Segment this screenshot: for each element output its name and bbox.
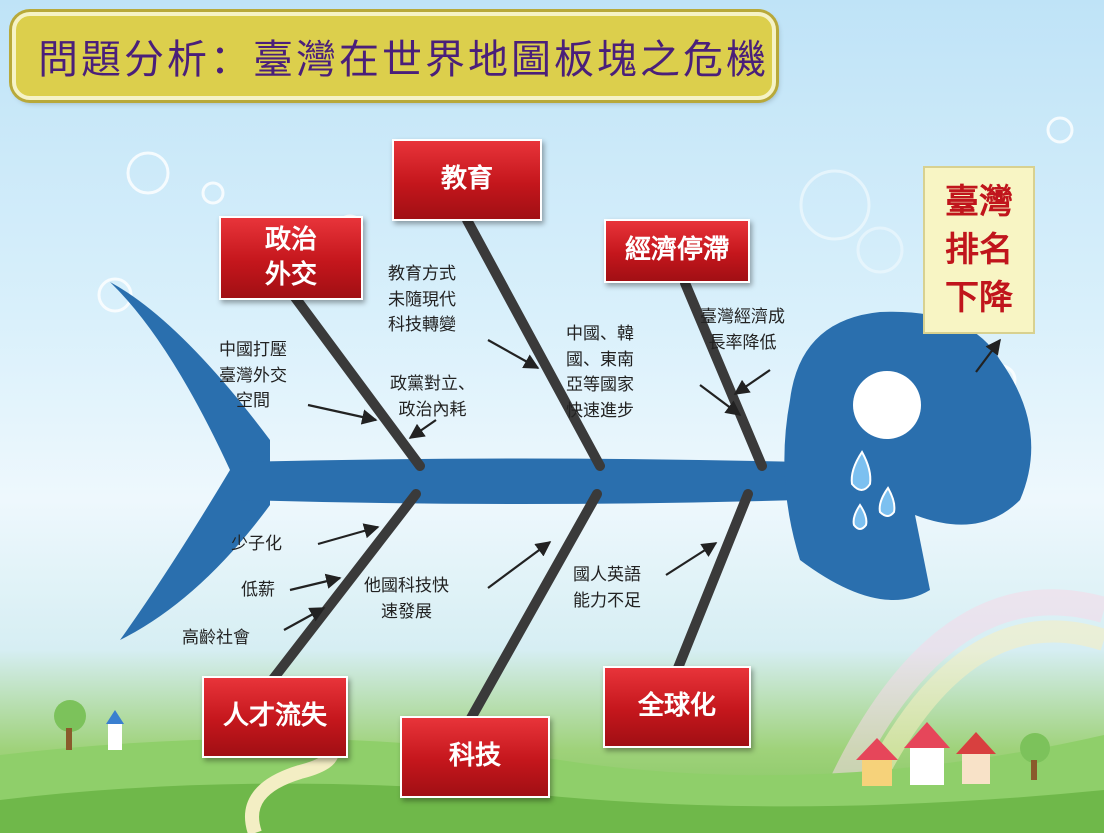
category-education: 教育 [392, 139, 542, 221]
village-right [856, 722, 1050, 786]
cause-english-ability: 國人英語 能力不足 [573, 565, 641, 611]
cause-asia-progress: 中國、韓 國、東南 亞等國家 快速進步 [566, 324, 634, 421]
result-label: 臺灣 排名 下降 [945, 181, 1013, 319]
category-globalization: 全球化 [603, 666, 751, 748]
cause-growth-decline: 臺灣經濟成 長率降低 [700, 307, 785, 353]
ground-front [0, 783, 1104, 833]
cause-china-pressure: 中國打壓 臺灣外交 空間 [219, 340, 287, 411]
cause-party-conflict: 政黨對立、 政治內耗 [390, 374, 475, 420]
fish-eye [853, 371, 921, 439]
category-globalization-label: 全球化 [637, 691, 716, 722]
cause-aging: 高齡社會 [182, 628, 250, 648]
category-talent-label: 人才流失 [222, 701, 327, 732]
category-technology-label: 科技 [448, 741, 501, 772]
rainbow [807, 589, 1104, 833]
cause-education-methods: 教育方式 未隨現代 科技轉變 [388, 264, 456, 335]
cause-low-salary: 低薪 [241, 580, 275, 600]
fish-head [784, 311, 1032, 600]
cause-tech-development: 他國科技快 速發展 [364, 576, 449, 622]
category-politics: 政治 外交 [219, 216, 363, 300]
page-title: 問題分析：臺灣在世界地圖板塊之危機 [38, 37, 769, 83]
category-education-label: 教育 [440, 164, 493, 195]
teardrops [850, 450, 896, 530]
category-economy-label: 經濟停滯 [624, 235, 729, 266]
category-talent: 人才流失 [202, 676, 348, 758]
bones [265, 215, 767, 725]
category-economy: 經濟停滯 [604, 219, 750, 283]
fish-tail [110, 282, 270, 640]
village-left [54, 700, 124, 750]
title-banner: 問題分析：臺灣在世界地圖板塊之危機 [12, 12, 776, 100]
background-bubbles [97, 116, 1074, 396]
fish [110, 282, 1032, 640]
category-politics-label: 政治 外交 [264, 224, 317, 290]
fish-spine [240, 458, 800, 504]
result-box: 臺灣 排名 下降 [923, 166, 1035, 334]
category-technology: 科技 [400, 716, 550, 798]
cause-low-birth: 少子化 [231, 534, 282, 554]
cause-arrows [283, 338, 1001, 631]
